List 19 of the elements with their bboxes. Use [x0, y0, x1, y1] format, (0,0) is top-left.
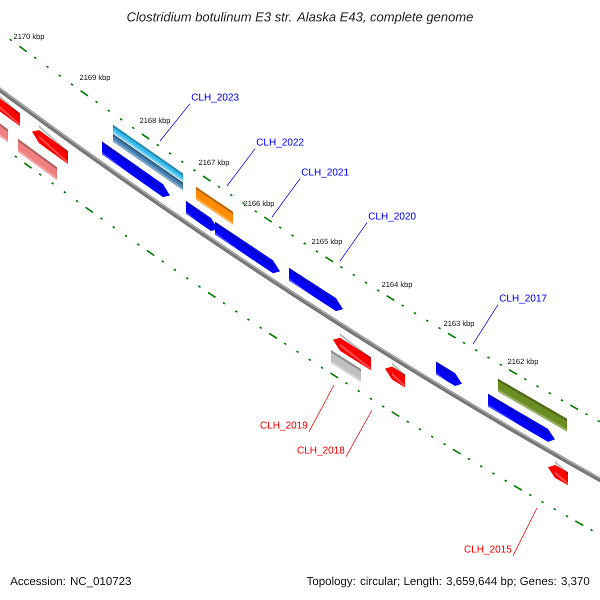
gene-label: CLH_2017 [500, 294, 546, 304]
footer-text: Topology: circular; Length: 3,659,644 bp; Genes: 3,370 [306, 576, 590, 588]
leader-line [340, 222, 368, 262]
title: Clostridium botulinum E3 str. Alaska E43, complete genome [127, 12, 473, 24]
gene-label: CLH_2019 [260, 422, 308, 430]
gene-label: CLH_2021 [302, 168, 349, 178]
leader-line [472, 304, 498, 344]
gene-label: CLH_2023 [192, 94, 239, 102]
gene-label: CLH_2018 [298, 446, 344, 456]
leader-line [272, 178, 300, 218]
leader-line [512, 508, 538, 556]
leader-line [226, 148, 256, 186]
gene-label: CLH_2022 [256, 138, 304, 148]
gene-label: CLH_2020 [368, 212, 416, 222]
leader-line [346, 410, 372, 458]
footer-text: Accession: NC_010723 [10, 576, 131, 588]
gene-label: CLH_2015 [464, 546, 512, 554]
leader-line [160, 103, 190, 142]
leader-line [308, 384, 334, 432]
